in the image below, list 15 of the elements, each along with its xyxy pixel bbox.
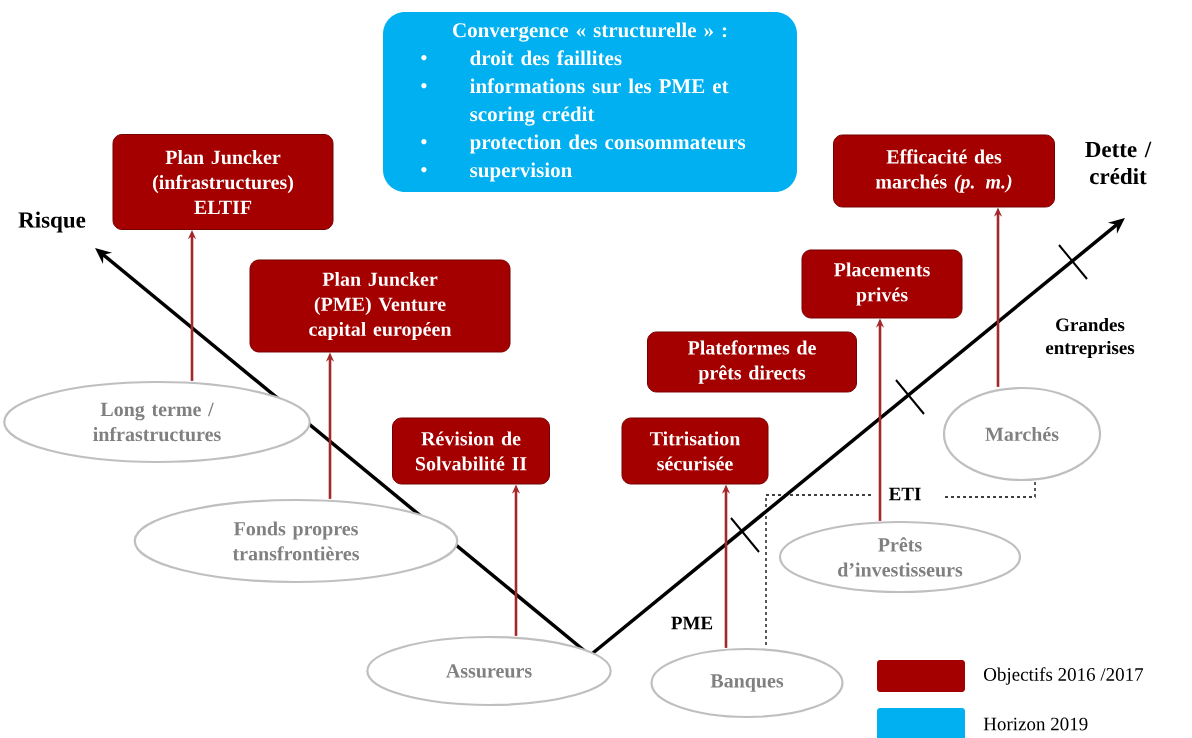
legend-label: Objectifs 2016 /2017 — [984, 667, 1144, 685]
segment-label: Grandes entreprises — [1045, 317, 1135, 359]
objective-box: Plan Juncker (PME) Venture capital européen — [249, 259, 511, 353]
info-box: Convergence « structurelle » : droit des faillites informations sur les PME et scoring crédit protection des consommateurs supervision — [383, 12, 797, 192]
axis-label: Dette / crédit — [1085, 141, 1152, 185]
objective-box: Efficacité des marchés (p. m.) — [833, 134, 1055, 208]
segment-label: ETI — [888, 487, 921, 501]
objective-box: Plateformes de prêts directs — [647, 331, 857, 393]
legend-label: Horizon 2019 — [983, 717, 1088, 731]
objective-box: Révision de Solvabilité II — [392, 417, 550, 485]
axis-label: Risque — [18, 211, 86, 233]
objective-box: Plan Juncker (infrastructures) ELTIF — [112, 134, 334, 230]
objective-box: Placements privés — [801, 249, 963, 319]
segment-label: PME — [671, 616, 713, 630]
objective-box: Titrisation sécurisée — [621, 417, 769, 485]
